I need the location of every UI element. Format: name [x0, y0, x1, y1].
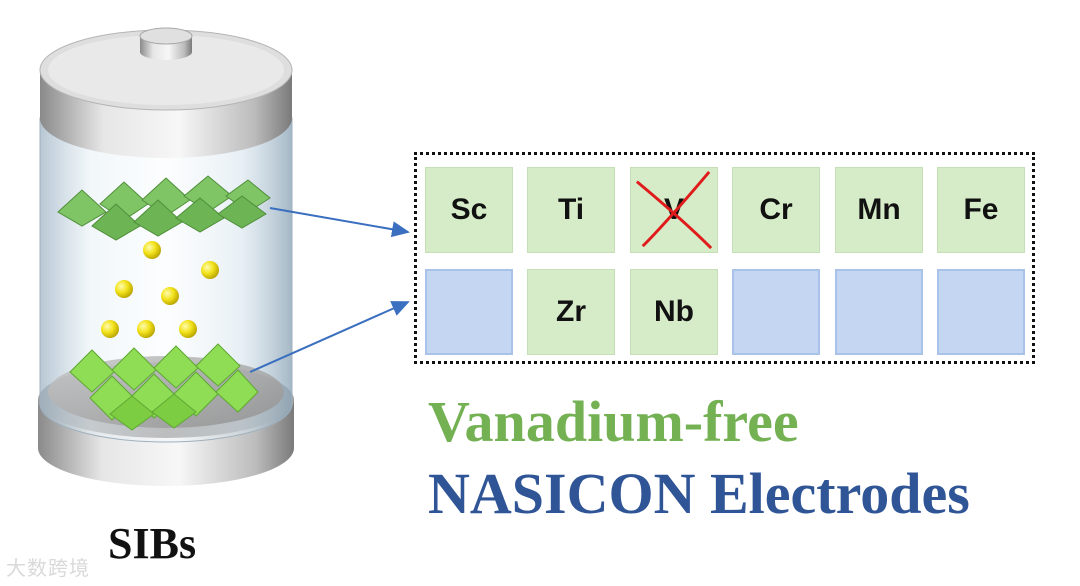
element-cell-cr: Cr [732, 167, 820, 253]
title-line-nasicon-electrodes: NASICON Electrodes [428, 461, 970, 526]
element-symbol: Ti [557, 193, 585, 226]
element-cell-sc: Sc [425, 167, 513, 253]
element-cell-nb: Nb [630, 269, 718, 355]
top-octahedra-layer [57, 175, 271, 241]
empty-cell [425, 269, 513, 355]
sodium-ion [115, 280, 133, 298]
element-cell-mn: Mn [835, 167, 923, 253]
element-symbol: Nb [654, 295, 694, 328]
sodium-ion [179, 320, 197, 338]
element-symbol: Fe [963, 193, 999, 226]
battery-top-cap [39, 27, 293, 158]
arrow-top-layer [269, 207, 410, 238]
sodium-ion [143, 241, 161, 259]
element-cell-fe: Fe [937, 167, 1025, 253]
element-grid: Sc Ti V Cr Mn Fe Zr Nb [414, 152, 1035, 364]
battery-label: SIBs [108, 519, 197, 568]
element-symbol: Zr [556, 295, 586, 328]
element-cell-ti: Ti [527, 167, 615, 253]
element-symbol: Cr [759, 193, 793, 226]
sodium-ion [161, 287, 179, 305]
cross-out-mark [635, 170, 713, 250]
arrow-bottom-layer [249, 301, 410, 373]
element-cell-v: V [630, 167, 718, 253]
sodium-ion [101, 320, 119, 338]
empty-cell [937, 269, 1025, 355]
title-line-vanadium-free: Vanadium-free [428, 389, 799, 454]
element-cell-zr: Zr [527, 269, 615, 355]
element-symbol: Mn [857, 193, 901, 226]
empty-cell [732, 269, 820, 355]
watermark-text: 大数跨境 [6, 556, 90, 580]
bottom-octahedra-layer [69, 343, 259, 431]
sodium-ion [201, 261, 219, 279]
sodium-ions [101, 241, 219, 338]
empty-cell [835, 269, 923, 355]
sodium-ion [137, 320, 155, 338]
element-symbol: Sc [450, 193, 488, 226]
